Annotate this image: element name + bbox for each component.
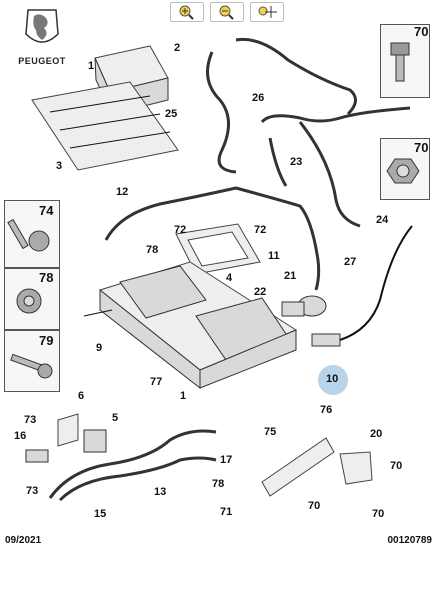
- callout-5[interactable]: 5: [112, 412, 119, 424]
- zoom-in-icon: [179, 5, 194, 20]
- callout-21[interactable]: 21: [284, 270, 297, 282]
- coolant-hose-23-24[interactable]: [260, 106, 411, 228]
- callout-78-lower[interactable]: 78: [212, 478, 225, 490]
- gasket-part[interactable]: [175, 223, 261, 275]
- callout-70-right[interactable]: 70: [390, 460, 403, 472]
- callout-16[interactable]: 16: [14, 430, 27, 442]
- hoses-13-15-17[interactable]: [48, 429, 217, 502]
- callout-11[interactable]: 11: [268, 250, 280, 262]
- callout-12[interactable]: 12: [116, 186, 129, 198]
- bolt-icon: [390, 42, 410, 82]
- callout-72-left[interactable]: 72: [174, 224, 187, 236]
- callout-76[interactable]: 76: [320, 404, 333, 416]
- side-label-79: 79: [39, 333, 54, 348]
- sensor-16-part[interactable]: [25, 449, 49, 463]
- callout-17[interactable]: 17: [220, 454, 233, 466]
- zoom-toolbar: [170, 2, 284, 24]
- coolant-pump-part[interactable]: [281, 295, 327, 317]
- callout-75[interactable]: 75: [264, 426, 277, 438]
- callout-22[interactable]: 22: [254, 286, 267, 298]
- selected-part-highlight: [318, 365, 348, 395]
- nut-icon: [386, 158, 420, 184]
- zoom-out-icon: [219, 5, 234, 20]
- long-bolt-icon: [10, 353, 53, 379]
- part-panel-74[interactable]: [4, 200, 60, 268]
- callout-2[interactable]: 2: [174, 42, 181, 54]
- side-label-70-top: 70: [414, 24, 429, 39]
- part-panel-78[interactable]: [4, 268, 60, 330]
- callout-3[interactable]: 3: [56, 160, 63, 172]
- callout-73-upper[interactable]: 73: [24, 414, 37, 426]
- callout-23[interactable]: 23: [290, 156, 303, 168]
- mount-bracket-70-part[interactable]: [261, 437, 373, 497]
- part-panel-70-bolt[interactable]: [380, 24, 430, 98]
- side-label-78: 78: [39, 270, 54, 285]
- callout-70-lower[interactable]: 70: [308, 500, 321, 512]
- side-label-74: 74: [39, 203, 54, 218]
- callout-27[interactable]: 27: [344, 256, 357, 268]
- callout-73-lower[interactable]: 73: [26, 485, 39, 497]
- valve-5-part[interactable]: [83, 429, 107, 453]
- callout-1-lower[interactable]: 1: [180, 390, 187, 402]
- bracket-tray-part[interactable]: [31, 81, 179, 171]
- pan-zoom-button[interactable]: [250, 2, 284, 22]
- lion-logo-icon: [25, 9, 59, 43]
- callout-25[interactable]: 25: [165, 108, 178, 120]
- callout-9[interactable]: 9: [96, 342, 103, 354]
- diagram-reference: 00120789: [387, 535, 433, 546]
- callout-4[interactable]: 4: [226, 272, 233, 284]
- callout-70-far[interactable]: 70: [372, 508, 385, 520]
- callout-10[interactable]: 10: [326, 373, 339, 385]
- zoom-in-button[interactable]: [170, 2, 204, 22]
- zoom-out-button[interactable]: [210, 2, 244, 22]
- bracket-6-part[interactable]: [57, 413, 79, 447]
- coolant-hose-25-26[interactable]: [206, 37, 357, 174]
- pan-zoom-icon: [258, 6, 277, 18]
- callout-72-right[interactable]: 72: [254, 224, 267, 236]
- part-panel-70-nut[interactable]: [380, 138, 430, 200]
- part-panel-79[interactable]: [4, 330, 60, 392]
- diagram-date: 09/2021: [5, 535, 42, 546]
- wiring-harness-27[interactable]: [339, 225, 413, 341]
- callout-26[interactable]: 26: [252, 92, 265, 104]
- side-label-70-second: 70: [414, 140, 429, 155]
- callout-71[interactable]: 71: [220, 506, 233, 518]
- brand-logo: PEUGEOT: [6, 4, 78, 66]
- callout-20[interactable]: 20: [370, 428, 383, 440]
- callout-77[interactable]: 77: [150, 376, 163, 388]
- battery-pack-part[interactable]: [83, 261, 341, 390]
- brand-name: PEUGEOT: [18, 56, 66, 66]
- flange-bolt-icon: [16, 288, 42, 314]
- callout-6[interactable]: 6: [78, 390, 85, 402]
- callout-13[interactable]: 13: [154, 486, 167, 498]
- coolant-hose-11-12[interactable]: [104, 186, 321, 291]
- callout-24[interactable]: 24: [376, 214, 389, 226]
- callout-78-upper[interactable]: 78: [146, 244, 159, 256]
- callout-1-top[interactable]: 1: [88, 60, 95, 72]
- screw-washer-icon: [7, 218, 50, 252]
- callout-15[interactable]: 15: [94, 508, 107, 520]
